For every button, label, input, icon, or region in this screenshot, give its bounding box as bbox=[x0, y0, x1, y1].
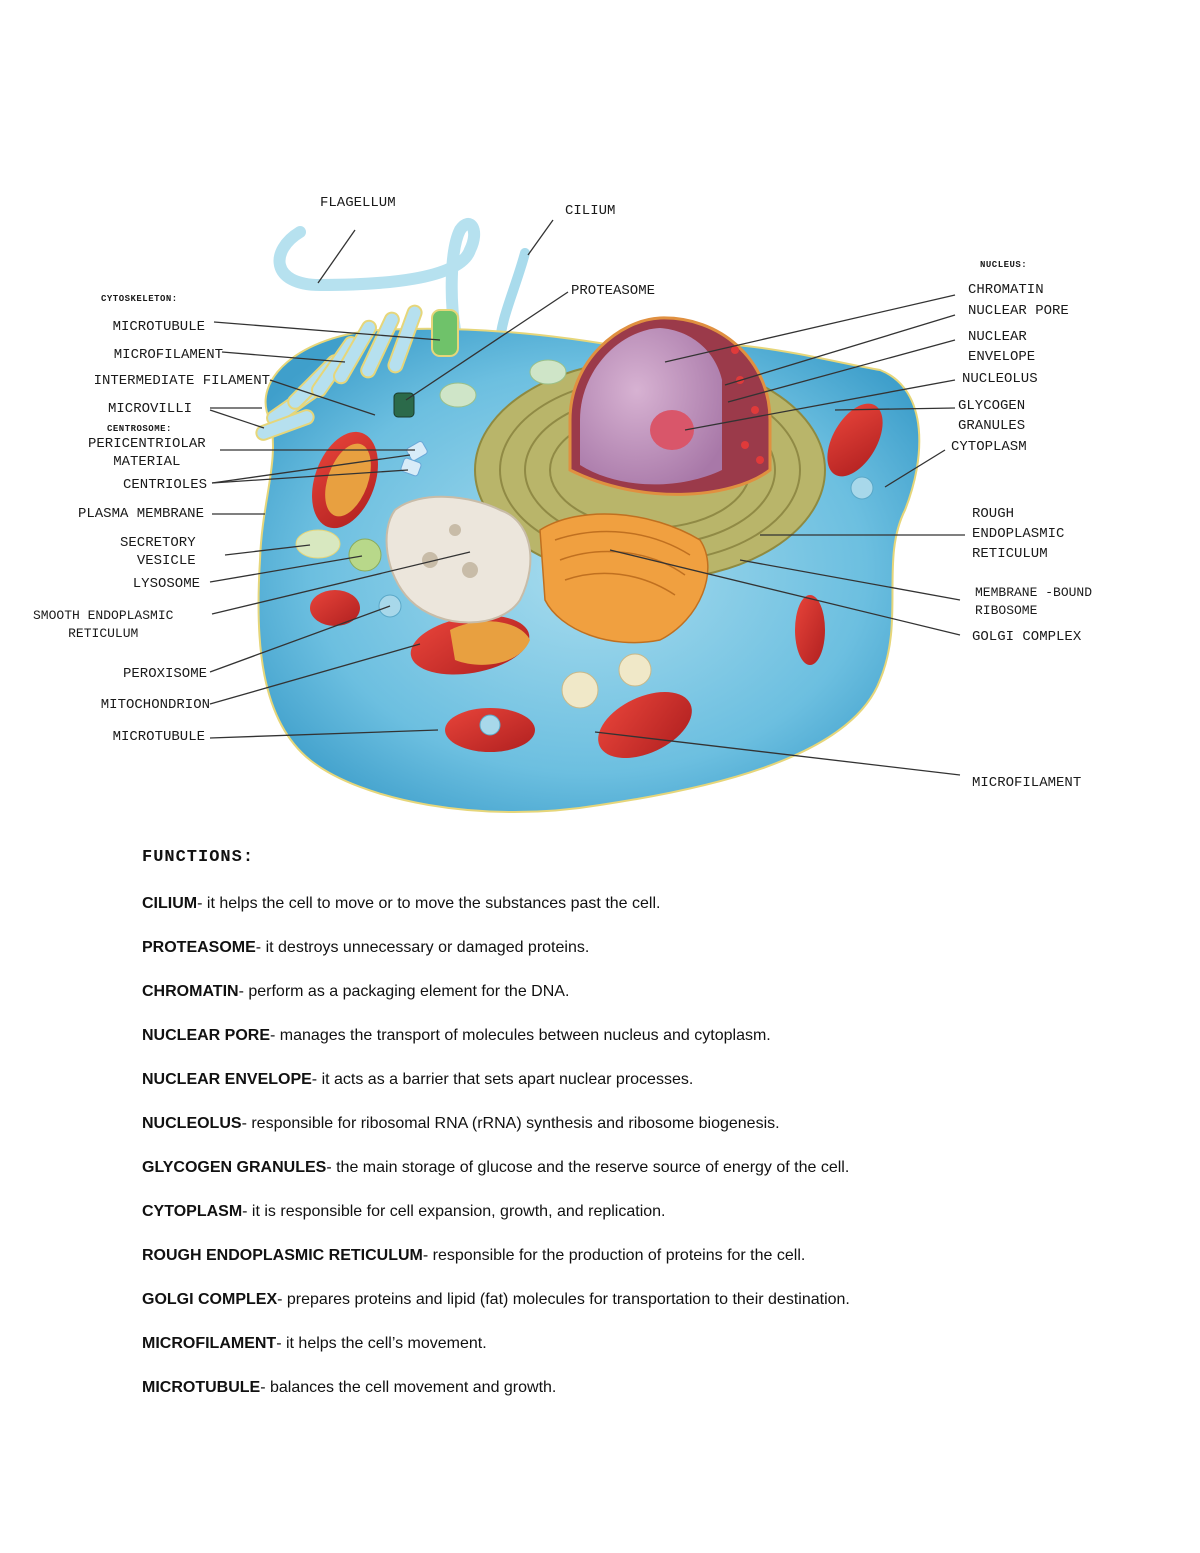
microvilli-shape bbox=[255, 304, 423, 441]
function-description: - it helps the cell to move or to move t… bbox=[197, 895, 661, 912]
function-item: CYTOPLASM- it is responsible for cell ex… bbox=[142, 1202, 1142, 1246]
label-membrane-bound-ribosome: MEMBRANE -BOUND RIBOSOME bbox=[975, 585, 1093, 618]
label-golgi-complex: GOLGI COMPLEX bbox=[972, 629, 1082, 645]
label-pericentriolar-material: PERICENTRIOLAR MATERIAL bbox=[88, 436, 206, 470]
function-item: CILIUM- it helps the cell to move or to … bbox=[142, 894, 1142, 938]
cytoskeleton-group-title: CYTOSKELETON: bbox=[101, 294, 178, 304]
function-item: ROUGH ENDOPLASMIC RETICULUM- responsible… bbox=[142, 1246, 1142, 1290]
function-term: GLYCOGEN GRANULES bbox=[142, 1159, 327, 1176]
function-description: - it is responsible for cell expansion, … bbox=[242, 1203, 666, 1220]
nucleus-group-title: NUCLEUS: bbox=[980, 260, 1028, 270]
label-plasma-membrane: PLASMA MEMBRANE bbox=[77, 506, 204, 522]
functions-heading: FUNCTIONS: bbox=[142, 848, 255, 867]
functions-list: CILIUM- it helps the cell to move or to … bbox=[142, 894, 1142, 1422]
centrosome-group-title: CENTROSOME: bbox=[107, 424, 172, 434]
function-term: CYTOPLASM bbox=[142, 1203, 243, 1220]
label-microfilament-right: MICROFILAMENT bbox=[972, 775, 1082, 791]
label-cilium: CILIUM bbox=[565, 203, 616, 219]
label-secretory-vesicle: SECRETORY VESICLE bbox=[120, 535, 196, 569]
label-cytoplasm: CYTOPLASM bbox=[951, 439, 1027, 455]
label-nucleolus: NUCLEOLUS bbox=[962, 371, 1038, 387]
function-term: MICROTUBULE bbox=[142, 1379, 261, 1396]
label-smooth-er: SMOOTH ENDOPLASMIC RETICULUM bbox=[33, 608, 174, 641]
mitochondria-shapes bbox=[310, 403, 883, 759]
label-microtubule-bottom: MICROTUBULE bbox=[112, 729, 205, 745]
function-description: - prepares proteins and lipid (fat) mole… bbox=[277, 1291, 850, 1308]
function-term: NUCLEOLUS bbox=[142, 1115, 242, 1132]
function-term: CILIUM bbox=[142, 895, 198, 912]
function-term: GOLGI COMPLEX bbox=[142, 1291, 278, 1308]
flagellum-shape bbox=[273, 218, 481, 336]
function-item: MICROTUBULE- balances the cell movement … bbox=[142, 1378, 1142, 1422]
label-peroxisome: PEROXISOME bbox=[122, 666, 207, 682]
cell-diagram: CYTOSKELETON: CENTROSOME: NUCLEUS: FLAGE… bbox=[33, 195, 1093, 813]
function-item: NUCLEAR PORE- manages the transport of m… bbox=[142, 1026, 1142, 1070]
label-microfilament-left: MICROFILAMENT bbox=[113, 347, 223, 363]
function-term: PROTEASOME bbox=[142, 939, 256, 956]
function-description: - responsible for the production of prot… bbox=[422, 1247, 806, 1264]
functions-section: FUNCTIONS: CILIUM- it helps the cell to … bbox=[142, 848, 1142, 1422]
function-description: - it acts as a barrier that sets apart n… bbox=[311, 1071, 694, 1088]
lysosome-shape bbox=[348, 538, 382, 572]
label-rough-er: ROUGH ENDOPLASMIC RETICULUM bbox=[972, 506, 1065, 562]
label-microvilli: MICROVILLI bbox=[107, 401, 192, 417]
nucleolus-shape bbox=[650, 410, 694, 450]
leader-lines bbox=[209, 219, 965, 776]
function-item: PROTEASOME- it destroys unnecessary or d… bbox=[142, 938, 1142, 982]
cell-illustration bbox=[209, 218, 965, 813]
label-lysosome: LYSOSOME bbox=[132, 576, 200, 592]
function-description: - it helps the cell’s movement. bbox=[276, 1335, 487, 1352]
function-item: NUCLEAR ENVELOPE- it acts as a barrier t… bbox=[142, 1070, 1142, 1114]
label-glycogen-granules: GLYCOGEN GRANULES bbox=[958, 398, 1026, 434]
function-term: CHROMATIN bbox=[142, 983, 239, 1000]
label-nuclear-pore: NUCLEAR PORE bbox=[968, 303, 1069, 319]
label-chromatin: CHROMATIN bbox=[968, 282, 1044, 298]
function-description: - manages the transport of molecules bet… bbox=[270, 1027, 771, 1044]
secretory-vesicle-shape bbox=[295, 529, 341, 559]
function-description: - the main storage of glucose and the re… bbox=[326, 1159, 850, 1176]
function-description: - it destroys unnecessary or damaged pro… bbox=[255, 939, 590, 956]
function-description: - perform as a packaging element for the… bbox=[238, 983, 570, 1000]
function-description: - balances the cell movement and growth. bbox=[260, 1379, 557, 1396]
smooth-er-shape bbox=[385, 495, 532, 624]
function-item: MICROFILAMENT- it helps the cell’s movem… bbox=[142, 1334, 1142, 1378]
function-item: GLYCOGEN GRANULES- the main storage of g… bbox=[142, 1158, 1142, 1202]
function-term: NUCLEAR ENVELOPE bbox=[142, 1071, 312, 1088]
label-nuclear-envelope: NUCLEAR ENVELOPE bbox=[968, 329, 1036, 365]
function-term: ROUGH ENDOPLASMIC RETICULUM bbox=[142, 1247, 423, 1264]
function-term: NUCLEAR PORE bbox=[142, 1027, 271, 1044]
label-proteasome: PROTEASOME bbox=[571, 283, 656, 299]
label-mitochondrion: MITOCHONDRION bbox=[100, 697, 210, 713]
label-centrioles: CENTRIOLES bbox=[122, 477, 207, 493]
label-intermediate-filament: INTERMEDIATE FILAMENT bbox=[93, 373, 270, 389]
label-flagellum: FLAGELLUM bbox=[320, 195, 396, 211]
function-item: NUCLEOLUS- responsible for ribosomal RNA… bbox=[142, 1114, 1142, 1158]
function-item: CHROMATIN- perform as a packaging elemen… bbox=[142, 982, 1142, 1026]
function-description: - responsible for ribosomal RNA (rRNA) s… bbox=[241, 1115, 780, 1132]
proteasome-shape bbox=[393, 392, 415, 418]
function-item: GOLGI COMPLEX- prepares proteins and lip… bbox=[142, 1290, 1142, 1334]
golgi-shape bbox=[539, 513, 709, 644]
function-term: MICROFILAMENT bbox=[142, 1335, 277, 1352]
label-microtubule-top: MICROTUBULE bbox=[112, 319, 205, 335]
